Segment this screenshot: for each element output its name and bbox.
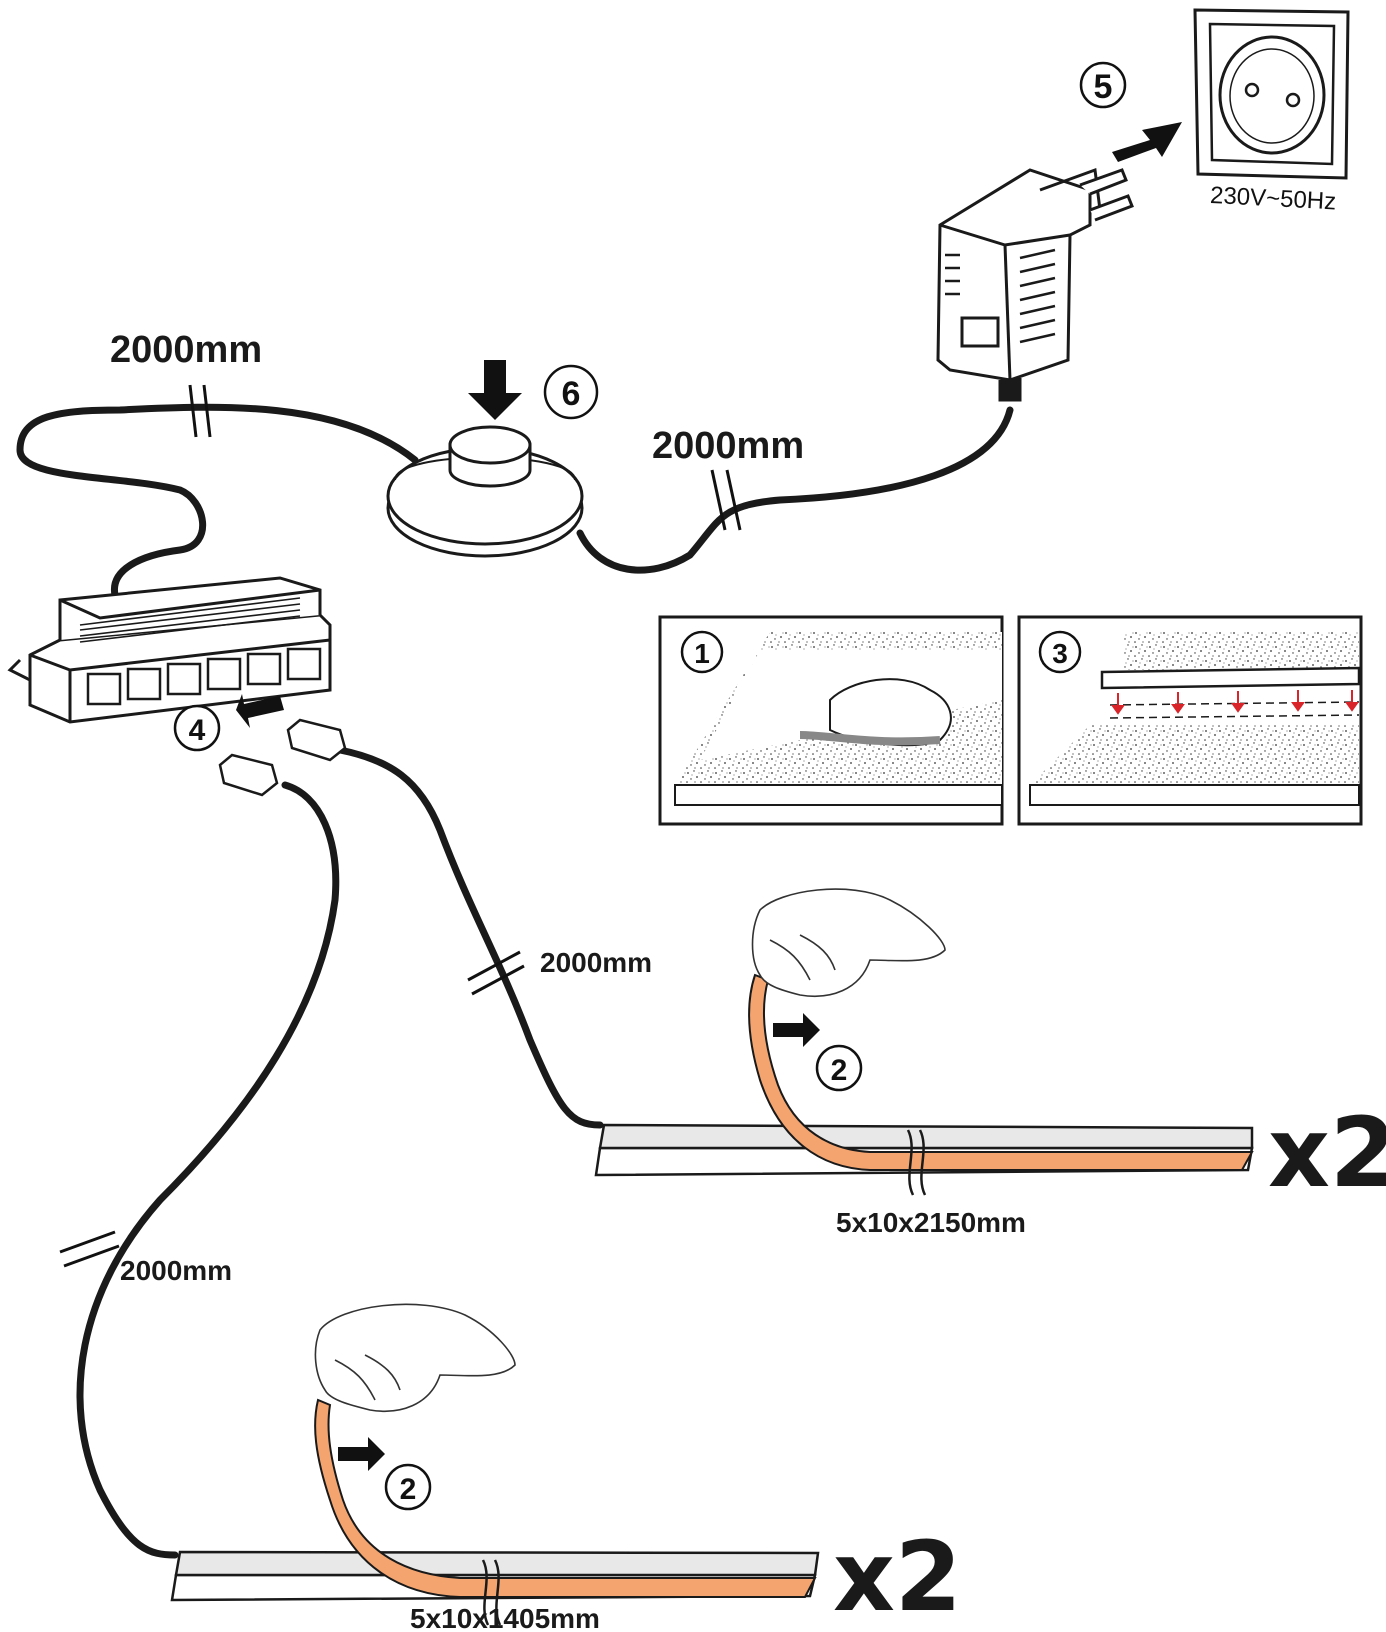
step-2-upper-number: 2 xyxy=(831,1054,848,1087)
cable-lower-strip xyxy=(76,781,340,1559)
socket-voltage-label: 230V~50Hz xyxy=(1209,182,1336,216)
press-down-arrow-icon xyxy=(468,360,522,420)
power-adapter xyxy=(936,167,1134,402)
upper-strip-size: 5x10x2150mm xyxy=(836,1207,1026,1238)
step-2-lower-marker: 2 xyxy=(384,1463,432,1511)
inset-panel-step-1: 1 xyxy=(658,615,1004,826)
cable-length-top-left: 2000mm xyxy=(110,329,262,371)
upper-strip-multiplier: x2 xyxy=(1268,1097,1386,1209)
step-4-marker: 4 xyxy=(173,704,221,752)
lower-adhesive-tape xyxy=(314,1398,817,1598)
step-4-number: 4 xyxy=(189,714,206,747)
hand-lower-illustration xyxy=(314,1303,516,1412)
wall-socket: 230V~50Hz xyxy=(1193,8,1350,216)
upper-adhesive-tape xyxy=(748,973,1254,1171)
cable-length-lower-strip: 2000mm xyxy=(120,1255,232,1286)
inset-panel-step-3: 3 xyxy=(1017,615,1363,826)
step-3-number: 3 xyxy=(1052,638,1068,669)
step-2-lower-number: 2 xyxy=(400,1473,417,1506)
foot-switch xyxy=(386,425,584,558)
connector-plugs xyxy=(218,718,347,797)
step-2-upper-marker: 2 xyxy=(815,1044,863,1092)
cable-length-upper-strip: 2000mm xyxy=(540,947,652,978)
hand-upper-illustration xyxy=(751,888,946,997)
step-5-marker: 5 xyxy=(1079,61,1127,109)
cable-break-marks xyxy=(59,384,742,1268)
connect-arrow-icon xyxy=(236,694,284,728)
cable-switch-to-adapter xyxy=(576,406,1014,574)
lower-strip-size: 5x10x1405mm xyxy=(410,1603,600,1632)
peel-arrow-lower-icon xyxy=(338,1437,385,1471)
plug-in-arrow-icon xyxy=(1112,122,1182,162)
step-6-number: 6 xyxy=(562,375,581,413)
cable-distributor-to-switch xyxy=(16,403,419,599)
step-5-number: 5 xyxy=(1094,68,1113,106)
lower-led-strip xyxy=(170,1398,820,1626)
cable-length-top-mid: 2000mm xyxy=(652,425,804,467)
step-6-marker: 6 xyxy=(543,364,599,420)
cables xyxy=(16,403,1014,1559)
lower-strip-multiplier: x2 xyxy=(833,1521,962,1632)
cable-upper-strip xyxy=(336,746,604,1129)
upper-led-strip xyxy=(594,973,1254,1196)
distributor-box xyxy=(7,576,332,724)
step-1-number: 1 xyxy=(694,638,710,669)
peel-arrow-upper-icon xyxy=(773,1013,820,1047)
press-down-red-arrows-icon xyxy=(1111,690,1359,715)
